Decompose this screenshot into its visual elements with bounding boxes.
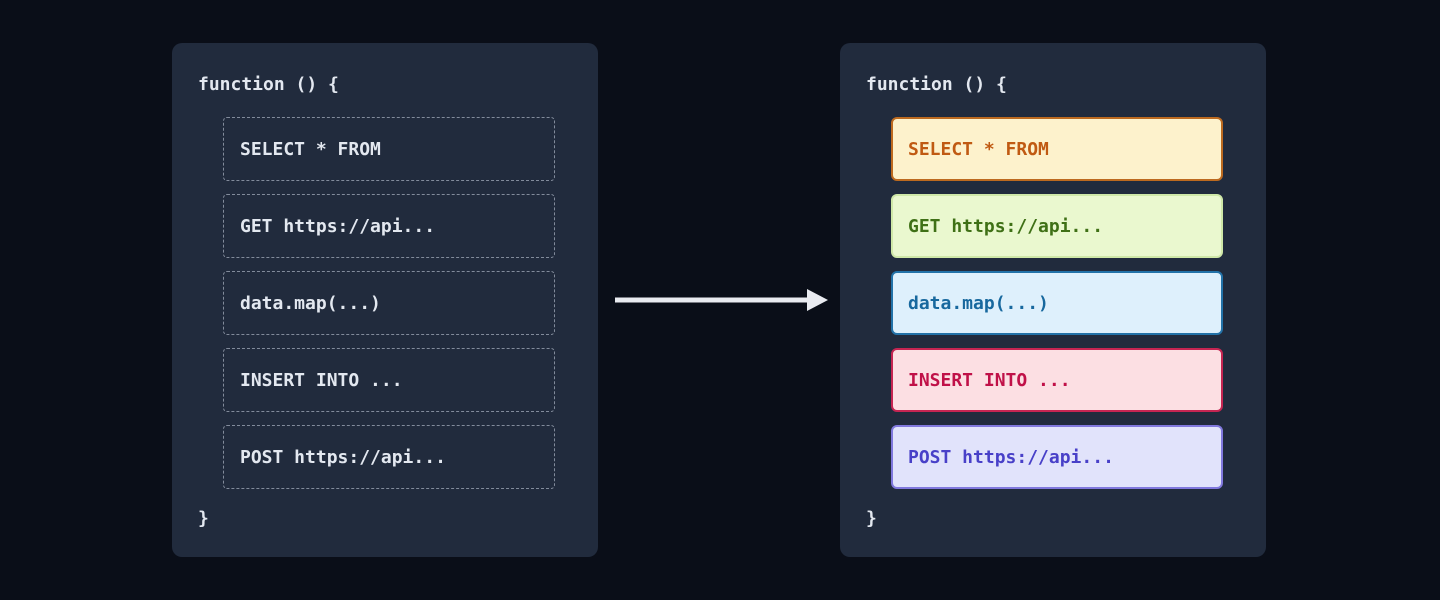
function-close-line: } xyxy=(198,508,209,529)
code-line-box: SELECT * FROM xyxy=(223,117,555,181)
code-line-box: POST https://api... xyxy=(223,425,555,489)
transform-arrow-icon xyxy=(613,286,829,314)
function-close-line: } xyxy=(866,508,877,529)
code-line-list: SELECT * FROM GET https://api... data.ma… xyxy=(891,117,1223,489)
code-line-list: SELECT * FROM GET https://api... data.ma… xyxy=(223,117,555,489)
code-panel-after: function () { SELECT * FROM GET https://… xyxy=(840,43,1266,557)
code-line-box: data.map(...) xyxy=(223,271,555,335)
function-open-line: function () { xyxy=(198,74,339,95)
code-line-box-highlighted: POST https://api... xyxy=(891,425,1223,489)
code-line-box-highlighted: data.map(...) xyxy=(891,271,1223,335)
function-open-line: function () { xyxy=(866,74,1007,95)
code-line-box-highlighted: INSERT INTO ... xyxy=(891,348,1223,412)
code-line-box: INSERT INTO ... xyxy=(223,348,555,412)
code-line-box-highlighted: SELECT * FROM xyxy=(891,117,1223,181)
code-line-box-highlighted: GET https://api... xyxy=(891,194,1223,258)
code-panel-before: function () { SELECT * FROM GET https://… xyxy=(172,43,598,557)
code-line-box: GET https://api... xyxy=(223,194,555,258)
